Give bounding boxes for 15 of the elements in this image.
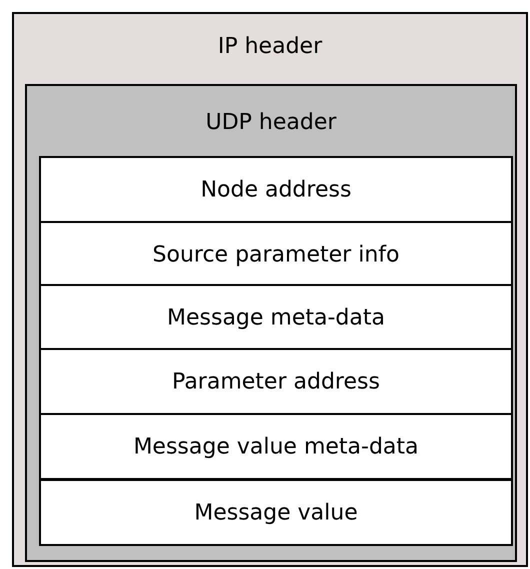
field-label: Node address [200,177,352,202]
inner-header-box [25,84,517,562]
field-label: Message meta-data [166,305,386,330]
field-label: Message value [193,500,359,525]
outer-header-box [12,12,528,567]
field-row [39,479,513,546]
field-label: Parameter address [171,369,381,394]
field-label: Message value meta-data [132,434,420,459]
field-label: Source parameter info [152,242,400,267]
field-row [39,348,513,415]
field-row [39,284,513,351]
header-label: IP header [216,34,324,59]
header-label: UDP header [204,110,338,135]
field-row [39,156,513,223]
field-row [39,413,513,480]
